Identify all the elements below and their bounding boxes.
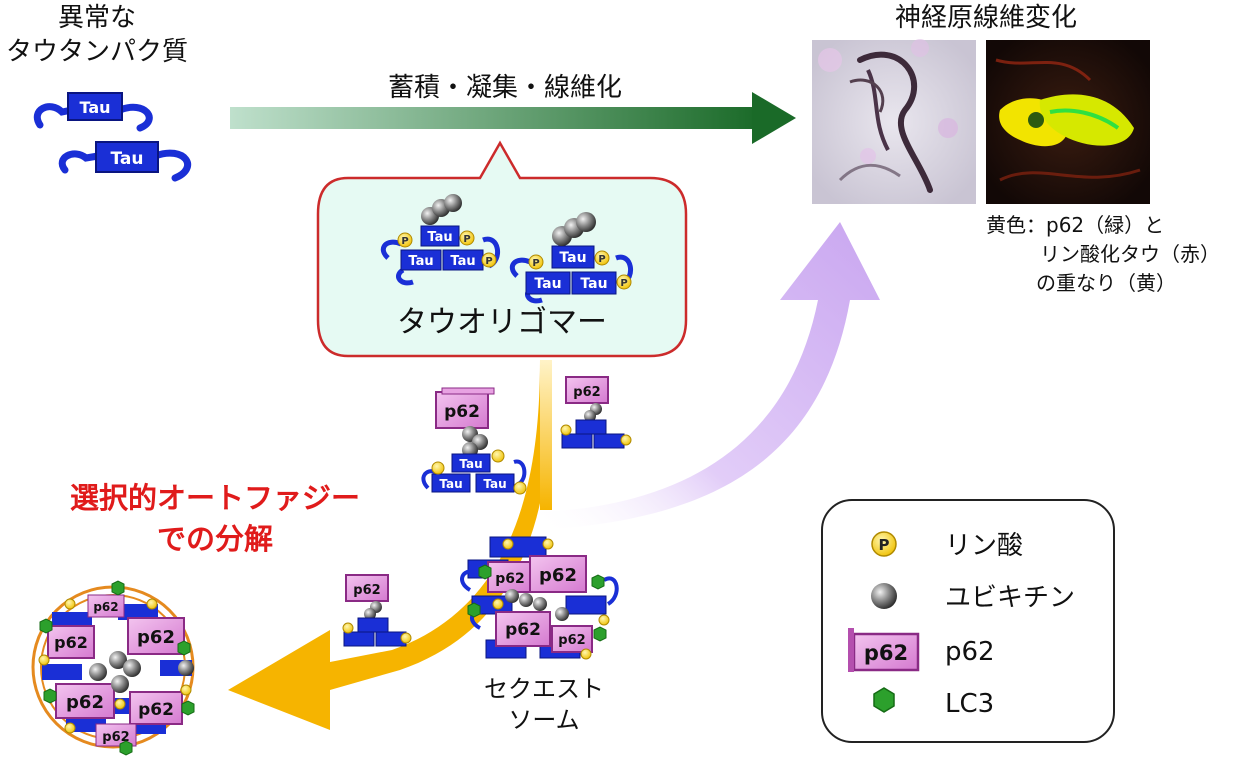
p62-tau-complex-small-1: p62 <box>560 376 632 449</box>
legend-item-p62: p62 p62 <box>848 628 995 672</box>
phosphate-label: P <box>620 278 627 289</box>
phosphate-label: P <box>485 256 492 267</box>
sequestosome-cluster: p62 p62 p62 p62 <box>460 536 619 660</box>
p62-tau-complex-large: p62 Tau Tau Tau <box>421 387 527 495</box>
legend-label: リン酸 <box>945 531 1023 561</box>
lc3-icon <box>873 687 895 713</box>
legend-box <box>821 499 1115 743</box>
p62-label: p62 <box>54 633 88 652</box>
abnormal-tau-molecule-1: Tau <box>34 92 153 132</box>
ubiquitin-icon <box>871 583 897 609</box>
nft-caption-line1: 黄色：p62（緑）と <box>986 213 1164 237</box>
tau-label: Tau <box>427 230 452 245</box>
tau-label: Tau <box>459 457 482 471</box>
nft-title: 神経原線維変化 <box>895 3 1077 33</box>
phosphate-label: P <box>532 258 539 269</box>
legend-item-ubiquitin: ユビキチン <box>871 583 1075 613</box>
p62-label: p62 <box>495 571 525 587</box>
p62-label: p62 <box>137 627 175 648</box>
p62-icon: p62 <box>848 628 920 672</box>
main-arrow-label: 蓄積・凝集・線維化 <box>388 73 622 103</box>
tau-label: Tau <box>79 98 110 117</box>
sequestosome-label-line2: ソーム <box>508 706 579 734</box>
p62-label: p62 <box>573 385 600 400</box>
nft-caption-line3: の重なり（黄） <box>1036 271 1176 295</box>
p62-label: p62 <box>558 633 585 648</box>
p62-tau-complex-small-2: p62 <box>342 574 412 647</box>
p62-label: p62 <box>505 620 541 640</box>
phosphate-label: P <box>463 234 470 245</box>
phosphate-icon <box>871 531 897 557</box>
nft-caption-line2: リン酸化タウ（赤） <box>1040 242 1220 266</box>
tau-label: Tau <box>580 276 607 292</box>
tau-label: Tau <box>450 254 475 269</box>
oligomer-label: タウオリゴマー <box>397 305 607 340</box>
phosphate-label: P <box>401 236 408 247</box>
autophagy-title-line2: での分解 <box>157 522 273 556</box>
abnormal-tau-molecule-2: Tau <box>58 141 191 182</box>
tau-label: Tau <box>111 149 144 169</box>
p62-label: p62 <box>138 700 174 720</box>
nft-fluorescence-image <box>986 40 1150 204</box>
oligomer-callout <box>316 140 688 358</box>
p62-label: p62 <box>66 692 104 713</box>
phosphate-label: P <box>879 536 890 554</box>
legend-label: p62 <box>945 637 995 667</box>
main-progression-arrow <box>230 92 796 144</box>
tau-oligomer-2: Tau Tau Tau P P P <box>509 212 633 304</box>
legend-item-lc3: LC3 <box>873 687 994 719</box>
abnormal-tau-title-line1: 異常な <box>58 3 136 33</box>
p62-label: p62 <box>539 565 577 586</box>
p62-label: p62 <box>444 402 480 422</box>
nft-histology-image <box>812 39 976 204</box>
tau-label: Tau <box>534 276 561 292</box>
p62-label: p62 <box>864 641 908 665</box>
purple-arrow-to-nft <box>540 222 880 530</box>
tau-oligomer-1: Tau Tau Tau P P P <box>380 194 500 286</box>
phosphate-label: P <box>598 254 605 265</box>
abnormal-tau-title-line2: タウタンパク質 <box>6 37 188 67</box>
orange-autophagy-arrow <box>228 360 552 730</box>
tau-label: Tau <box>439 477 462 491</box>
tau-label: Tau <box>483 477 506 491</box>
legend-label: ユビキチン <box>945 583 1075 613</box>
tau-label: Tau <box>408 254 433 269</box>
tau-label: Tau <box>559 250 586 266</box>
p62-label: p62 <box>102 730 129 745</box>
sequestosome-label-line1: セクエスト <box>484 675 604 703</box>
autophagosome: p62 p62 p62 p62 p62 p62 <box>31 580 195 756</box>
legend-item-phosphate: P リン酸 <box>871 531 1023 561</box>
autophagy-title-line1: 選択的オートファジー <box>70 481 360 515</box>
p62-label: p62 <box>93 600 118 614</box>
p62-label: p62 <box>353 583 380 598</box>
legend-label: LC3 <box>945 689 994 719</box>
